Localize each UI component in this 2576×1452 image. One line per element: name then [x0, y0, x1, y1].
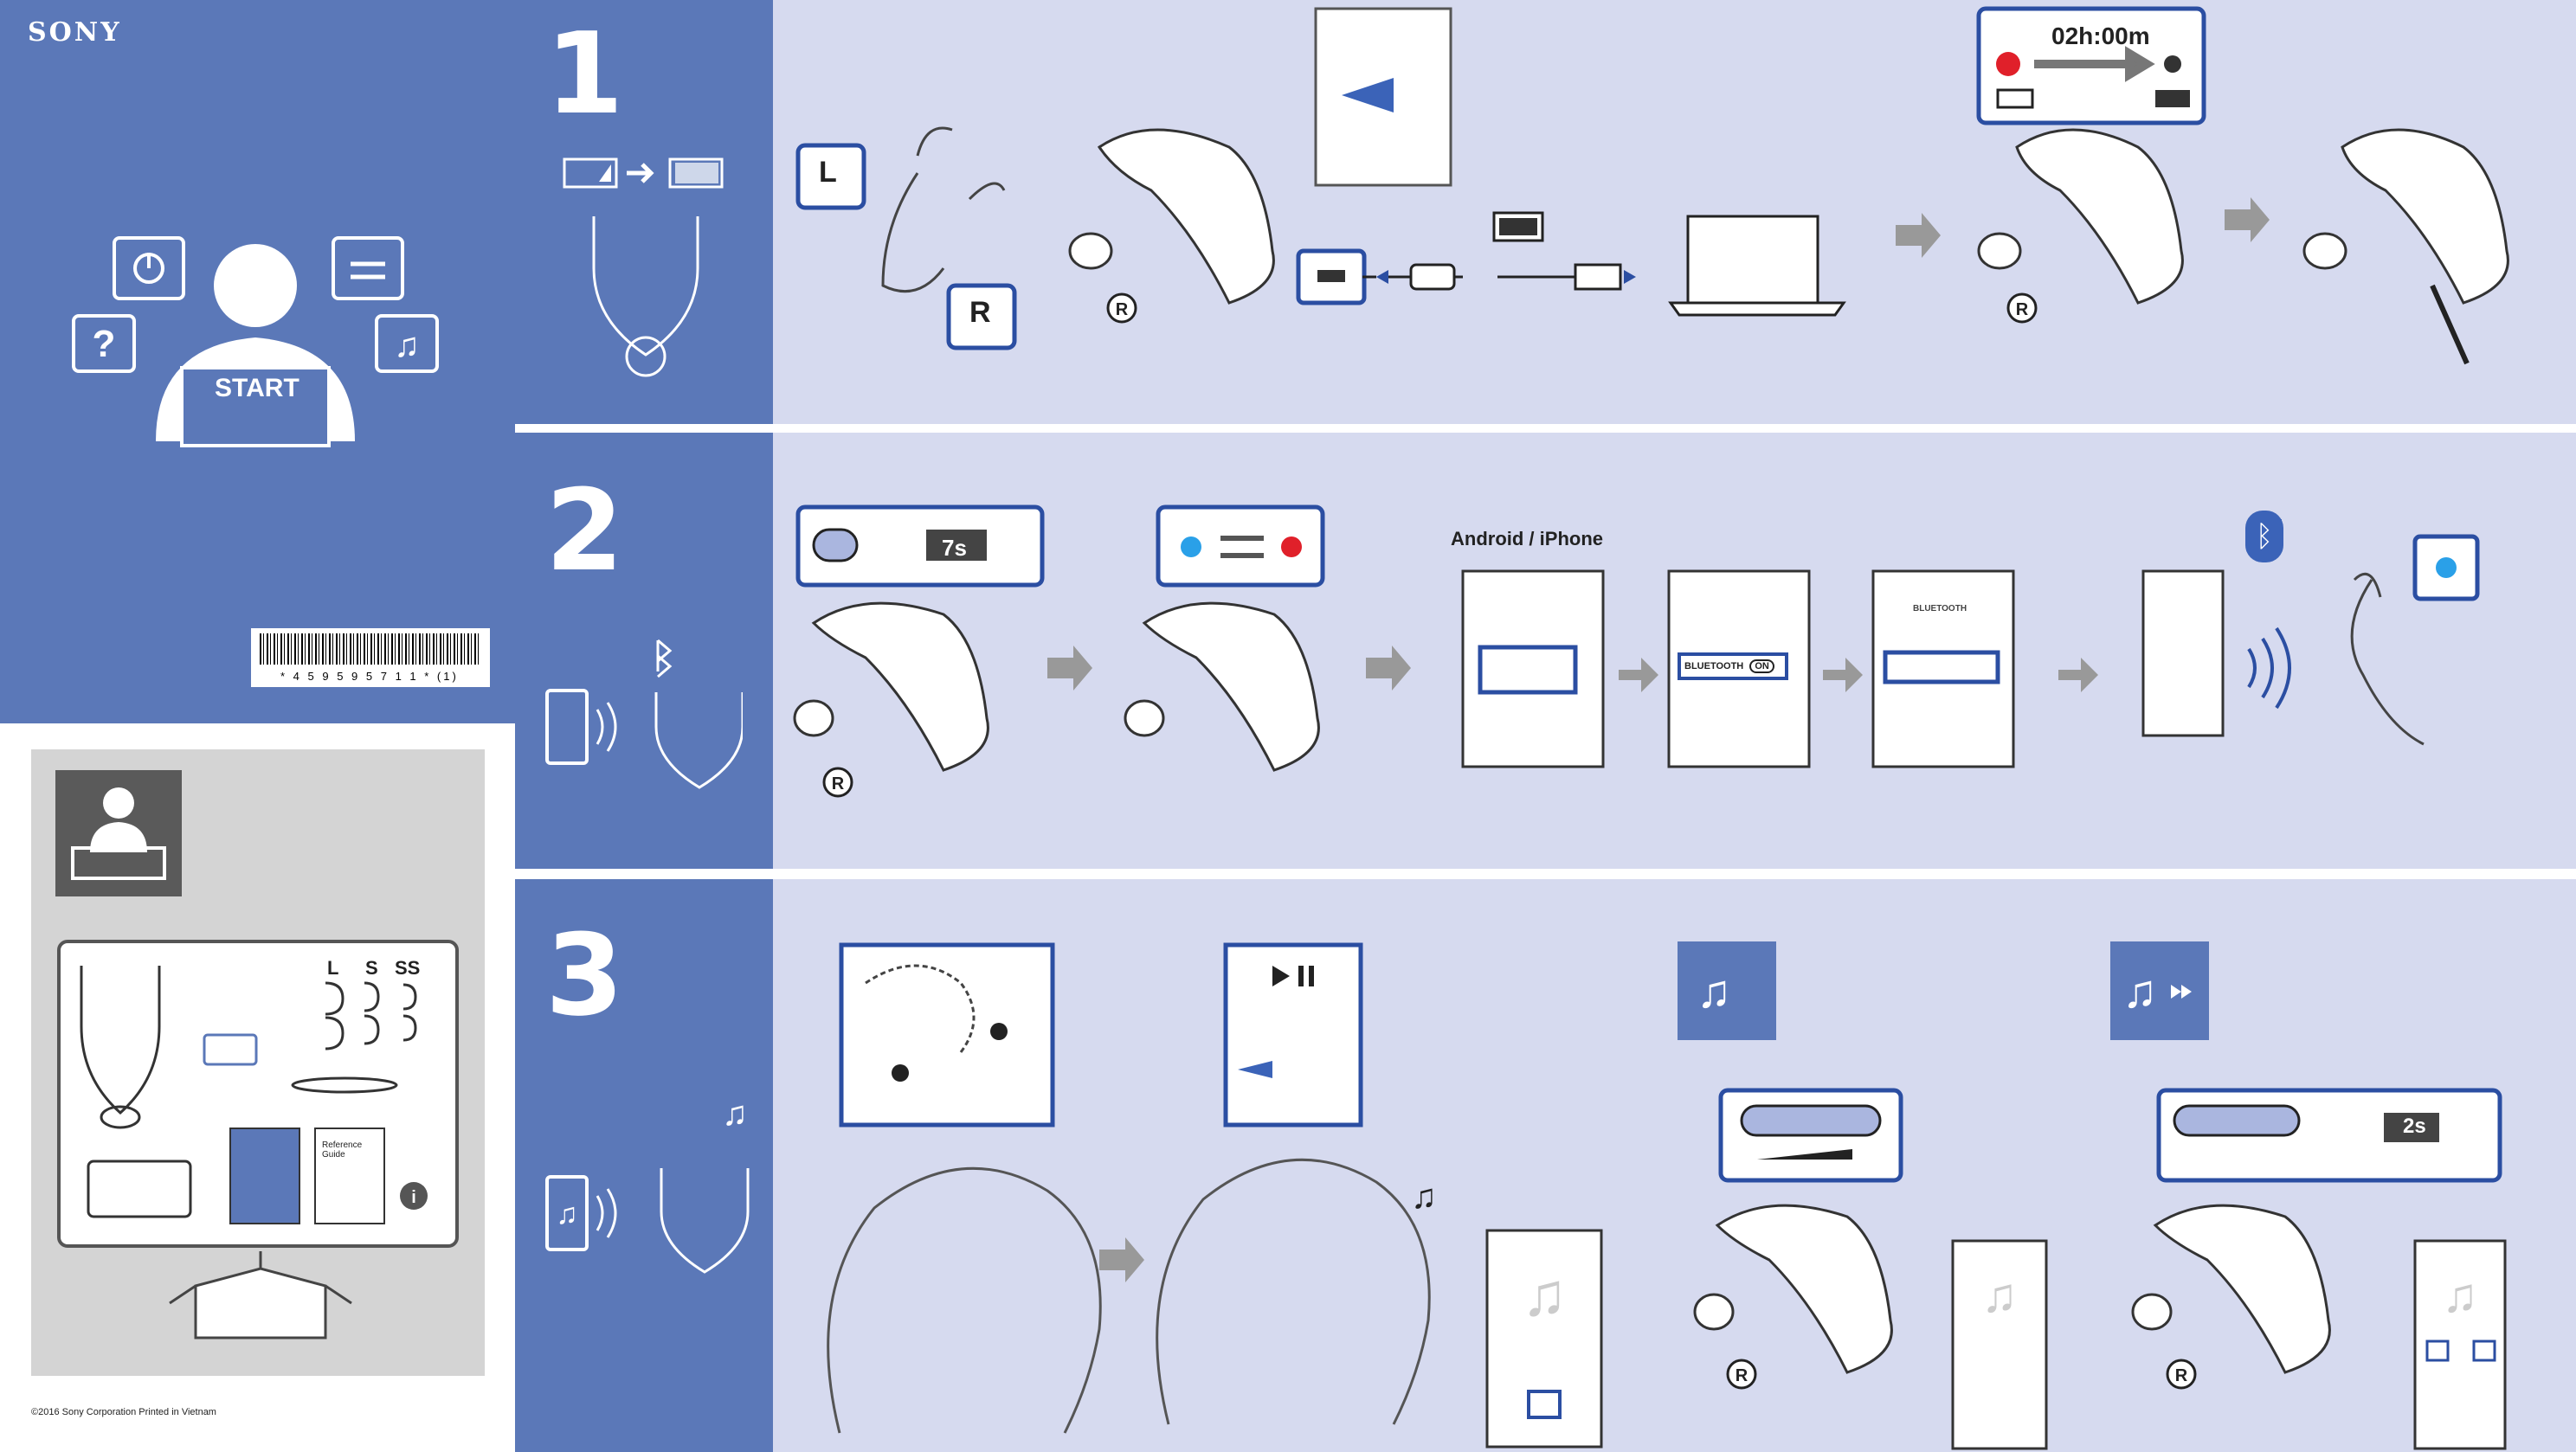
- bluetooth-icon: ᛒ: [2245, 511, 2283, 562]
- brand-logo: SONY: [28, 17, 122, 48]
- step1-charge-icon: [563, 157, 724, 377]
- cover-illustration: ? ♫: [72, 236, 439, 447]
- svg-text:i: i: [411, 1188, 416, 1207]
- bt-on-label: BLUETOOTH ON: [1684, 659, 1774, 673]
- skip-time-label: 2s: [2403, 1115, 2426, 1138]
- size-label-s: S: [365, 957, 378, 979]
- person-head-icon: [214, 244, 297, 327]
- box-icon: [169, 1251, 352, 1340]
- unpack-icon: [55, 770, 182, 896]
- step-number-1: 1: [545, 8, 624, 139]
- svg-text:?: ?: [93, 323, 116, 365]
- start-label: START: [215, 374, 299, 402]
- contents-illustration: i: [57, 940, 459, 1248]
- svg-text:R: R: [2175, 1366, 2188, 1385]
- copyright: ©2016 Sony Corporation Printed in Vietna…: [31, 1407, 216, 1417]
- step1-panel: [773, 0, 2576, 424]
- music-bubble-icon: ♫: [375, 314, 439, 373]
- svg-text:♫: ♫: [1522, 1261, 1568, 1328]
- svg-text:R: R: [832, 774, 845, 793]
- svg-text:♫: ♫: [2122, 966, 2158, 1018]
- svg-text:R: R: [1736, 1366, 1748, 1385]
- bt-screen-title: BLUETOOTH: [1913, 604, 1967, 614]
- step2-pair-icon: [545, 639, 743, 789]
- size-label-l: L: [327, 957, 339, 979]
- svg-text:♫: ♫: [1411, 1178, 1437, 1216]
- svg-text:♫: ♫: [556, 1198, 578, 1230]
- hold-time-label: 7s: [942, 535, 967, 561]
- svg-text:♫: ♫: [394, 326, 420, 364]
- svg-text:♫: ♫: [1981, 1268, 2018, 1322]
- blue-led-icon: [1181, 536, 1201, 557]
- step-number-3: 3: [545, 909, 624, 1041]
- svg-text:R: R: [1116, 300, 1129, 319]
- ref-guide-label: Reference Guide: [322, 1140, 363, 1160]
- barcode: * 4 5 9 5 9 5 7 1 1 * (1): [251, 628, 490, 687]
- step1-illustration: R R: [795, 6, 2509, 365]
- power-bubble-icon: [113, 236, 185, 300]
- svg-text:R: R: [2016, 300, 2029, 319]
- size-label-ss: SS: [395, 957, 421, 979]
- left-label: L: [819, 156, 837, 189]
- step-number-2: 2: [545, 465, 624, 596]
- step3-music-icon: ♫ ♫: [545, 1095, 750, 1274]
- connect-bubble-icon: [332, 236, 404, 300]
- svg-text:♫: ♫: [1697, 966, 1732, 1018]
- right-label: R: [969, 296, 991, 329]
- question-bubble-icon: ?: [72, 314, 136, 373]
- barcode-number: * 4 5 9 5 9 5 7 1 1 * (1): [280, 670, 459, 683]
- red-led-icon: [1996, 52, 2020, 76]
- step3-illustration: ♫ ♫ ♫ R ♫ ♫ R ♫: [827, 941, 2507, 1450]
- bt-on-text: BLUETOOTH: [1684, 661, 1744, 671]
- charge-timer: 02h:00m: [2051, 22, 2150, 49]
- svg-text:♫: ♫: [2442, 1268, 2478, 1322]
- step2-illustration: R: [793, 504, 2480, 798]
- bt-on-state: ON: [1749, 659, 1774, 673]
- headset-unit-icon: [1068, 128, 1275, 305]
- red-led-icon: [1281, 536, 1302, 557]
- svg-text:♫: ♫: [722, 1095, 748, 1133]
- platform-label: Android / iPhone: [1451, 528, 1603, 549]
